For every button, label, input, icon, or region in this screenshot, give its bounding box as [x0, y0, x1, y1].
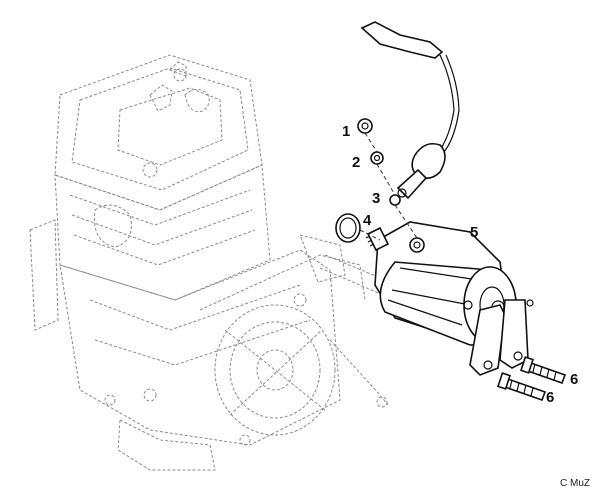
- mounting-bolts: [497, 356, 567, 402]
- hardware: [335, 118, 401, 243]
- callout-labels: 1 2 3 4 5 6 6: [342, 123, 578, 406]
- nut-part-1: [357, 118, 373, 134]
- washer-part-2: [370, 151, 384, 165]
- callout-2: 2: [352, 154, 360, 171]
- callout-3: 3: [372, 190, 380, 207]
- callout-1: 1: [342, 123, 350, 140]
- leader-lines: [359, 132, 418, 241]
- copyright-mark: C MuZ: [560, 478, 590, 489]
- starter-cable: [360, 21, 460, 200]
- callout-5: 5: [470, 224, 478, 241]
- engine-outline: [29, 54, 471, 471]
- terminal-part-3: [389, 194, 401, 206]
- callout-6-lower: 6: [546, 389, 554, 406]
- callout-6-upper: 6: [570, 371, 578, 388]
- callout-4: 4: [363, 212, 372, 229]
- starter-motor: [365, 221, 534, 376]
